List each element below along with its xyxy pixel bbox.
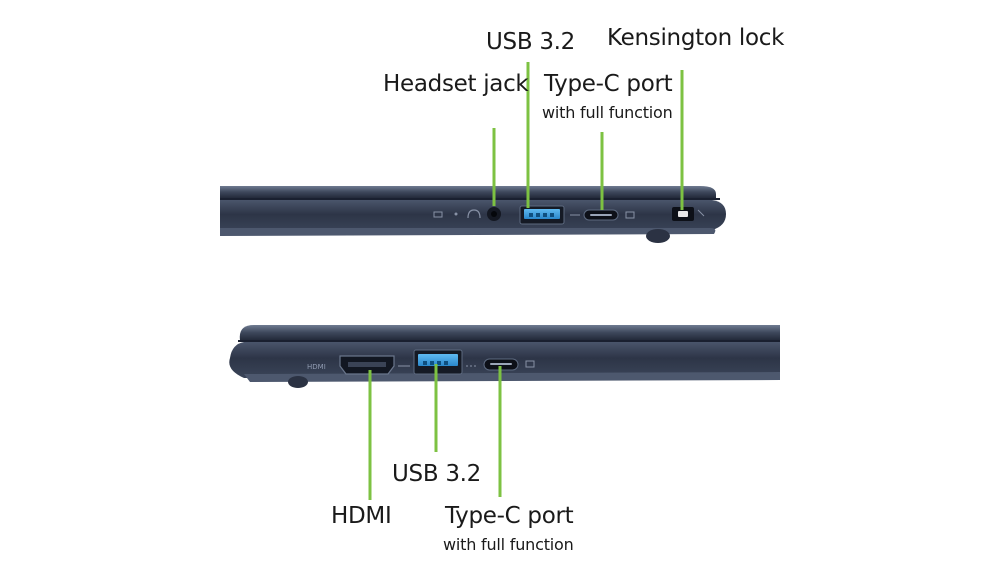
lid-top: [220, 186, 716, 198]
label-typec-bottom: Type-C port: [445, 503, 574, 529]
foot-left: [288, 376, 308, 388]
power-led-icon: [454, 212, 458, 216]
battery-indicator-icon: [433, 211, 443, 218]
hdmi-imprint: HDMI: [307, 363, 326, 371]
headset-symbol-icon: [467, 209, 481, 219]
label-typec-top: Type-C port: [544, 71, 673, 97]
typec-symbol-icon: [625, 211, 635, 219]
label-headset-jack: Headset jack: [383, 71, 529, 97]
label-typec-top-sub: with full function: [542, 103, 673, 122]
label-usb-bottom: USB 3.2: [392, 461, 482, 487]
label-kensington-lock: Kensington lock: [607, 25, 785, 51]
laptop-right-side: [220, 62, 726, 243]
label-hdmi: HDMI: [331, 503, 392, 529]
lid-bottom: [239, 325, 780, 340]
label-usb-top: USB 3.2: [486, 29, 576, 55]
typec-symbol-icon-left: [525, 360, 535, 368]
laptop-left-side: HDMI: [229, 325, 781, 500]
base-top: [220, 200, 726, 232]
lock-symbol-icon: [697, 209, 705, 217]
label-typec-bottom-sub: with full function: [443, 535, 574, 554]
foot: [646, 229, 670, 243]
